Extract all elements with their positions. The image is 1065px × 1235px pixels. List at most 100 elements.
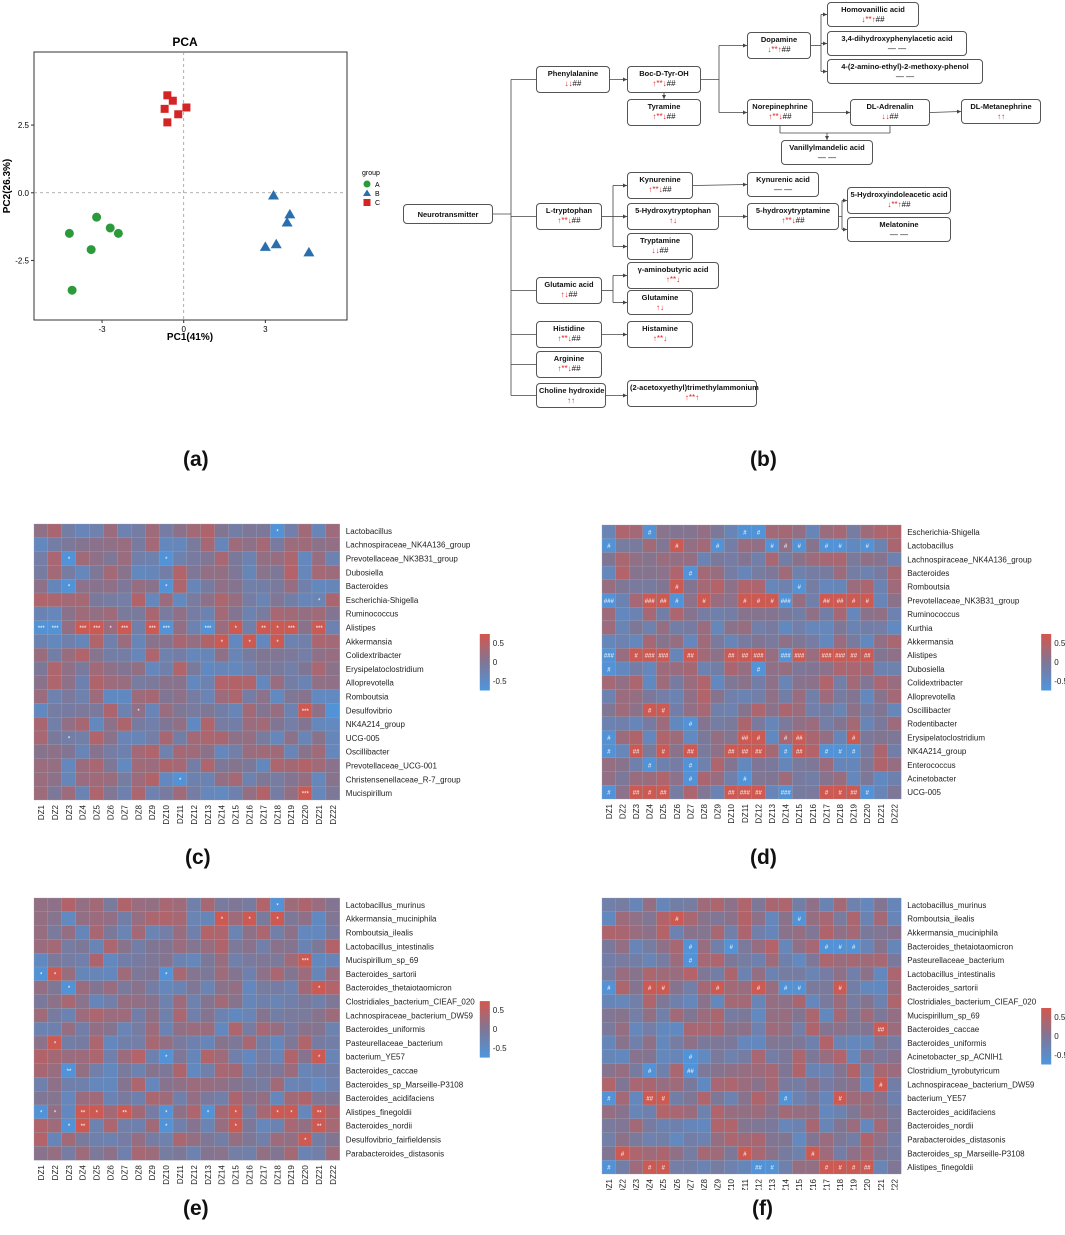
heatmap-cell: [284, 911, 299, 926]
heatmap-cell: [256, 966, 271, 981]
heatmap-cell: [75, 1035, 90, 1050]
heatmap-cell: [860, 661, 875, 676]
heatmap-cell: [805, 925, 820, 940]
heatmap-cell: [710, 1077, 725, 1092]
heatmap-cell: [256, 634, 271, 649]
heatmap-cell: [601, 579, 616, 594]
heatmap-cell: [47, 786, 62, 801]
heatmap-col-label: DZ5: [93, 804, 102, 820]
heatmap-cell: [697, 1008, 711, 1023]
significance-marker: ##: [864, 1166, 871, 1172]
heatmap-cell: [805, 953, 820, 968]
legend-tick-label: 0: [493, 1025, 498, 1034]
heatmap-cell: [860, 524, 875, 539]
heatmap-cell: [325, 537, 340, 552]
significance-marker: #: [662, 708, 666, 714]
significance-marker: #: [675, 585, 679, 591]
legend-color-step: [479, 659, 490, 663]
heatmap-col-label: DZ12: [754, 803, 763, 823]
heatmap-cell: [710, 1049, 725, 1064]
heatmap-cell: [765, 1063, 779, 1078]
heatmap-cell: [117, 551, 132, 566]
heatmap-cell: [172, 953, 188, 968]
heatmap-cell: [873, 1118, 888, 1133]
heatmap-cell: [805, 702, 820, 717]
heatmap-cell: [214, 1118, 229, 1133]
heatmap-cell: [615, 994, 630, 1009]
heatmap-cell: [89, 730, 104, 745]
significance-marker: ###: [781, 599, 792, 605]
heatmap-cell: [158, 1008, 174, 1023]
heatmap-cell: [833, 607, 847, 622]
pca-point-c: [163, 118, 172, 127]
heatmap-cell: [819, 730, 834, 745]
heatmap-cell: [200, 911, 215, 926]
heatmap-cell: [846, 1077, 861, 1092]
heatmap-row-label: Bacteroides_sp_Marseille-P3108: [907, 1149, 1025, 1158]
heatmap-cell: [145, 1132, 160, 1147]
heatmap-cell: [117, 606, 132, 621]
heatmap-cell: [697, 1160, 711, 1175]
heatmap-cell: [131, 1063, 146, 1078]
heatmap-col-label: DZ17: [259, 1165, 268, 1185]
pathway-arrowhead: [843, 198, 847, 203]
heatmap-cell: [256, 675, 271, 690]
heatmap-col-label: DZ11: [741, 1178, 750, 1190]
significance-marker: *: [304, 1138, 307, 1144]
heatmap-cell: [792, 1104, 807, 1119]
node-norepinephrine: Norepinephrine↑**↓##: [747, 99, 813, 126]
heatmap-cell: [846, 552, 861, 567]
heatmap-col-label: DZ1: [37, 1165, 46, 1181]
legend-color-step: [1041, 676, 1052, 680]
heatmap-cell: [172, 758, 188, 773]
heatmap-cell: [819, 552, 834, 567]
heatmap-cell: [710, 1022, 725, 1037]
heatmap-cell: [103, 966, 118, 981]
heatmap-cell: [284, 537, 299, 552]
heatmap-cell: [145, 1104, 160, 1119]
node-name: Neurotransmitter: [417, 210, 479, 219]
heatmap-cell: [47, 897, 62, 912]
heatmap-cell: [887, 565, 902, 580]
heatmap-cell: [642, 1132, 657, 1147]
heatmap-cell: [214, 939, 229, 954]
heatmap-cell: [284, 744, 299, 759]
legend-color-step: [1041, 1030, 1052, 1034]
heatmap-cell: [228, 772, 243, 787]
node-name: Melatonine: [879, 220, 919, 229]
heatmap-col-label: DZ10: [162, 1165, 171, 1185]
significance-marker: #: [607, 1166, 611, 1172]
heatmap-row-label: Bacteroides_nordii: [346, 1122, 412, 1131]
heatmap-col-label: DZ16: [245, 804, 254, 824]
heatmap-cell: [683, 620, 698, 635]
heatmap-cell: [89, 579, 104, 594]
heatmap-cell: [186, 606, 201, 621]
heatmap-row-label: Romboutsia: [907, 583, 950, 592]
legend-color-step: [479, 648, 490, 652]
significance-marker: **: [80, 1110, 85, 1116]
heatmap-cell: [765, 1132, 779, 1147]
legend-color-step: [479, 1034, 490, 1038]
heatmap-cell: [669, 689, 684, 704]
heatmap-col-label: DZ9: [148, 804, 157, 820]
heatmap-cell: [131, 620, 146, 635]
heatmap-cell: [89, 606, 104, 621]
legend-tick-label: 0.5: [493, 639, 505, 648]
heatmap-cell: [710, 689, 725, 704]
heatmap-cell: [873, 925, 888, 940]
heatmap-cell: [792, 771, 807, 786]
heatmap-cell: [311, 634, 327, 649]
heatmap-cell: [642, 771, 657, 786]
heatmap-cell: [228, 786, 243, 801]
heatmap-cell: [242, 1022, 257, 1037]
heatmap-cell: [158, 565, 174, 580]
heatmap-cell: [683, 966, 698, 981]
heatmap-cell: [697, 980, 711, 995]
heatmap-cell: [158, 703, 174, 718]
heatmap-cell: [256, 980, 271, 995]
heatmap-col-label: DZ19: [850, 1178, 859, 1190]
heatmap-cell: [669, 925, 684, 940]
legend-color-step: [479, 1043, 490, 1047]
heatmap-cell: [75, 689, 90, 704]
heatmap-cell: [697, 538, 711, 553]
